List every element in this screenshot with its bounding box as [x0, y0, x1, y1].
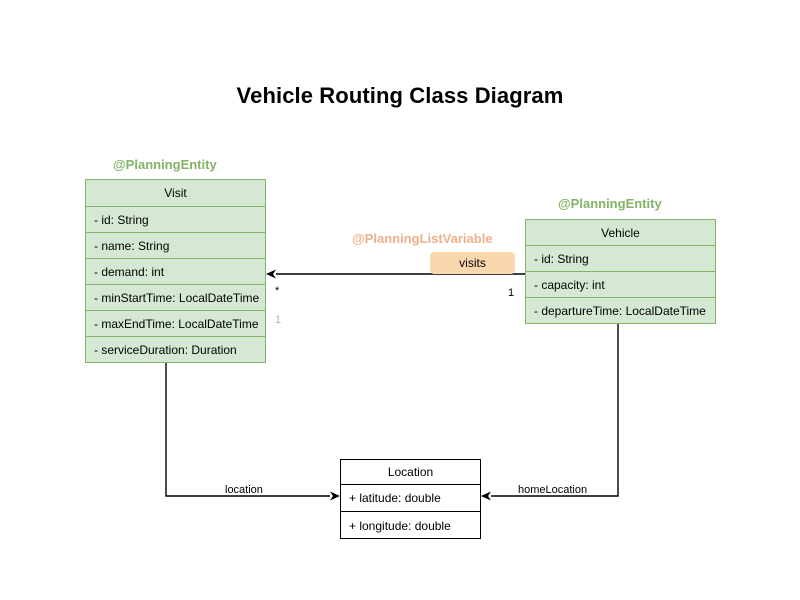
class-box-visit[interactable]: Visit - id: String - name: String - dema… — [85, 179, 266, 363]
class-attribute: + longitude: double — [349, 518, 451, 533]
class-box-vehicle[interactable]: Vehicle - id: String - capacity: int - d… — [525, 219, 716, 324]
class-box-location[interactable]: Location + latitude: double + longitude:… — [340, 459, 481, 539]
class-attribute: - demand: int — [86, 259, 265, 285]
stereotype-label-planning-list-variable: @PlanningListVariable — [352, 231, 493, 246]
class-attribute: - name: String — [86, 233, 265, 259]
edge-label-location: location — [225, 484, 263, 496]
edge-vehicle-home-location — [481, 324, 619, 501]
edge-label-home-location: homeLocation — [518, 484, 588, 496]
edge-badge-visits[interactable]: visits — [430, 252, 515, 274]
multiplicity-vehicle-one: 1 — [508, 287, 515, 299]
class-attribute: - minStartTime: LocalDateTime — [86, 285, 265, 311]
multiplicity-visit-one: 1 — [275, 314, 282, 326]
class-attribute: - maxEndTime: LocalDateTime — [86, 311, 265, 337]
stereotype-label-vehicle: @PlanningEntity — [558, 196, 662, 211]
stereotype-label-visit: @PlanningEntity — [113, 157, 217, 172]
class-attribute: - capacity: int — [526, 272, 715, 298]
class-name-location: Location — [341, 460, 480, 485]
class-name-vehicle: Vehicle — [526, 220, 715, 246]
class-attribute: - serviceDuration: Duration — [94, 343, 237, 357]
class-attribute: - id: String — [526, 246, 715, 272]
page-title: Vehicle Routing Class Diagram — [236, 83, 564, 108]
edge-visit-location — [165, 363, 340, 501]
class-attribute: - id: String — [86, 207, 265, 233]
class-attribute: + latitude: double — [341, 485, 480, 512]
class-attribute: - departureTime: LocalDateTime — [534, 304, 706, 318]
multiplicity-visit-star: * — [275, 285, 280, 297]
class-name-visit: Visit — [86, 180, 265, 207]
